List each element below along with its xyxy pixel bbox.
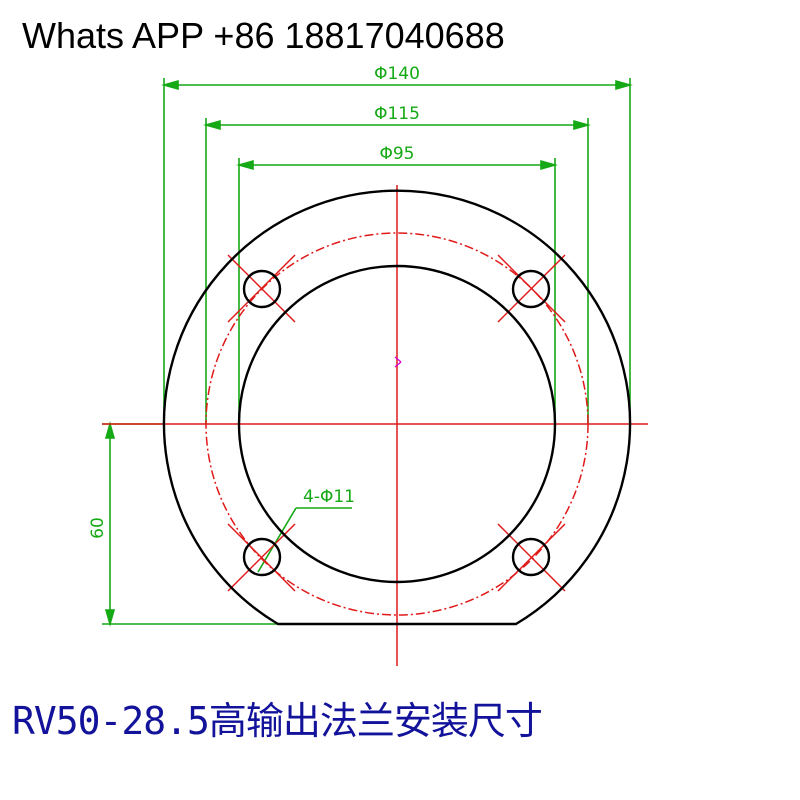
dim-60-arrow-top (104, 421, 116, 439)
hole-tl-cross-b (227, 254, 296, 323)
dimension-lines (102, 78, 633, 627)
mounting-hole-bottom-right (511, 537, 551, 577)
center-marker-icon (394, 356, 402, 368)
dim-115-label: Φ115 (374, 104, 420, 124)
flange-bore (237, 264, 557, 584)
dim-95-arrow-right (540, 159, 558, 171)
dim-60-arrow-bottom (104, 609, 116, 627)
mounting-hole-top-left (242, 269, 282, 309)
mounting-hole-top-right (511, 269, 551, 309)
contact-header: Whats APP +86 18817040688 (22, 15, 505, 56)
dim-95-label: Φ95 (379, 144, 414, 164)
dim-140-arrow-right (615, 79, 633, 91)
flange-outer-profile (162, 189, 632, 626)
dim-60-label: 60 (88, 517, 108, 539)
dim-holes-label: 4-Φ11 (303, 487, 355, 507)
part-outline (162, 189, 632, 626)
dim-140-arrow-left (161, 79, 179, 91)
bolt-circle (205, 232, 589, 616)
hole-tr-cross-b (497, 254, 566, 323)
dim-95-arrow-left (236, 159, 254, 171)
dim-115-arrow-right (573, 119, 591, 131)
mounting-hole-bottom-left (242, 537, 282, 577)
dim-140-label: Φ140 (374, 64, 420, 84)
centerlines (102, 185, 648, 666)
hole-br-cross-b (497, 523, 566, 592)
drawing-caption: RV50-28.5高输出法兰安装尺寸 (12, 699, 543, 743)
dim-115-arrow-left (203, 119, 221, 131)
